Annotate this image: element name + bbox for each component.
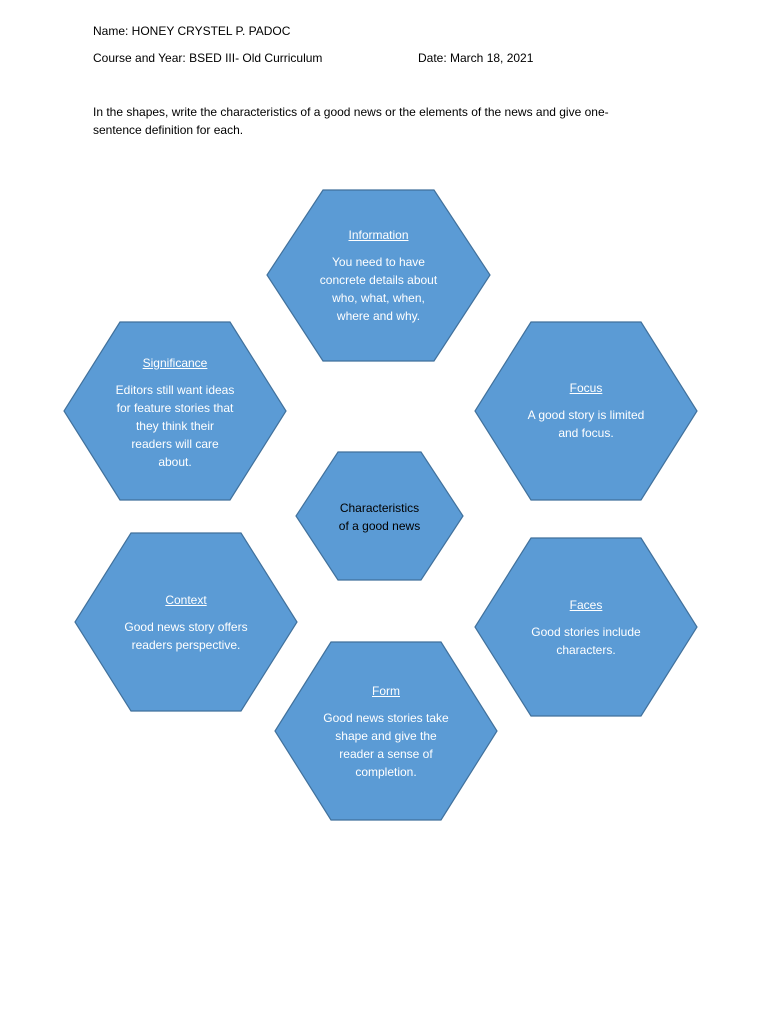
form-text: Good news stories take shape and give th… bbox=[323, 711, 449, 779]
information-title: Information bbox=[348, 228, 409, 242]
hexagon-center: Characteristics of a good news bbox=[296, 452, 463, 580]
faces-title: Faces bbox=[569, 598, 603, 612]
information-text: You need to have concrete details about … bbox=[319, 255, 438, 323]
course-and-year: Course and Year: BSED III- Old Curriculu… bbox=[93, 51, 323, 65]
context-title: Context bbox=[165, 593, 207, 607]
instructions-line-2: sentence definition for each. bbox=[93, 123, 244, 137]
hexagon-form: Form Good news stories take shape and gi… bbox=[275, 642, 497, 820]
center-title: Characteristics of a good news bbox=[338, 501, 421, 533]
hexagon-focus: Focus A good story is limited and focus. bbox=[475, 322, 697, 500]
significance-text: Editors still want ideas for feature sto… bbox=[115, 383, 235, 469]
focus-title: Focus bbox=[569, 381, 603, 395]
student-name: Name: HONEY CRYSTEL P. PADOC bbox=[93, 24, 291, 38]
faces-text: Good stories include characters. bbox=[531, 625, 641, 657]
hexagon-information: Information You need to have concrete de… bbox=[267, 190, 490, 361]
form-title: Form bbox=[372, 684, 400, 698]
context-text: Good news story offers readers perspecti… bbox=[124, 620, 248, 652]
hexagon-context: Context Good news story offers readers p… bbox=[75, 533, 297, 711]
hexagon-significance: Significance Editors still want ideas fo… bbox=[64, 322, 286, 500]
hexagon-faces: Faces Good stories include characters. bbox=[475, 538, 697, 716]
date: Date: March 18, 2021 bbox=[418, 51, 534, 65]
instructions-line-1: In the shapes, write the characteristics… bbox=[93, 105, 609, 119]
focus-text: A good story is limited and focus. bbox=[527, 408, 645, 440]
significance-title: Significance bbox=[142, 356, 208, 370]
